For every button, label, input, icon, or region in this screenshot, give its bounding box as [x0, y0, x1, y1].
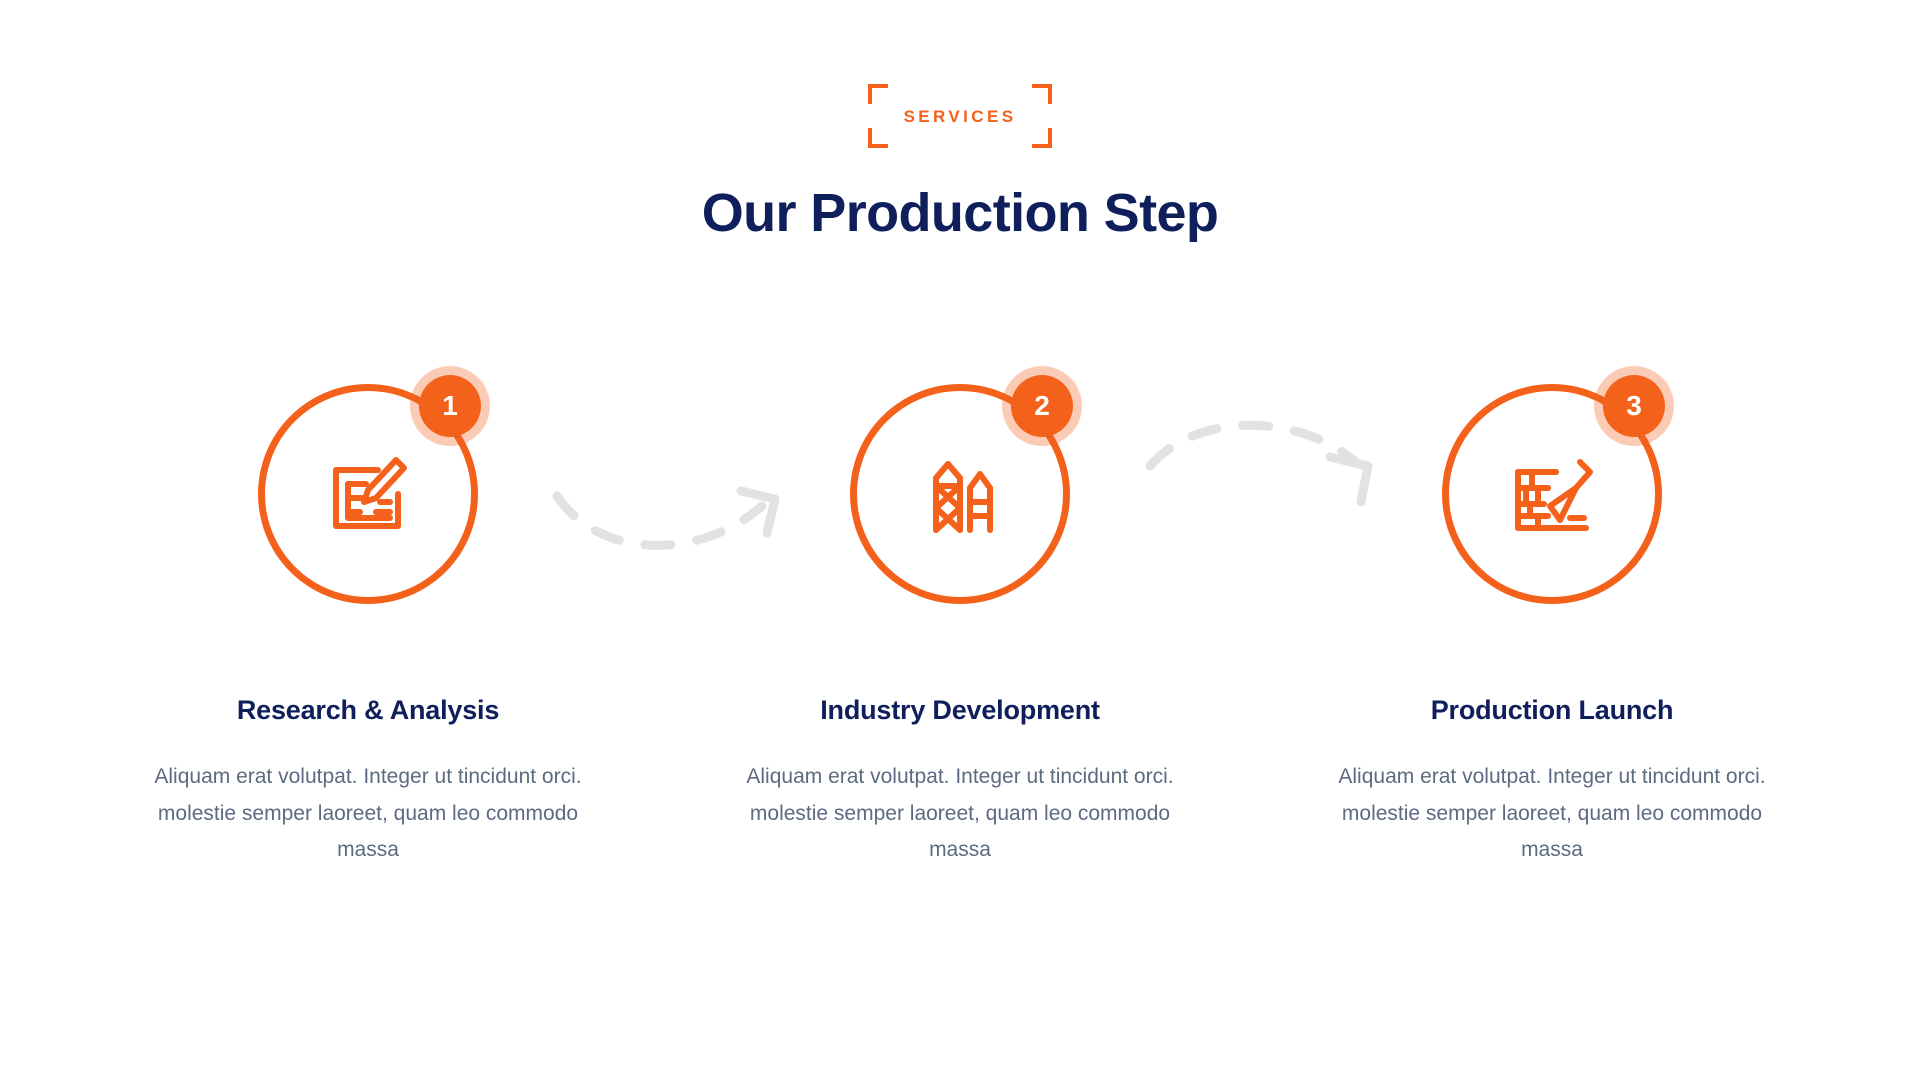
brick-wall-trowel-icon: [1442, 384, 1662, 604]
bracket-bottom-left-icon: [868, 128, 888, 148]
step-number-2: 2: [1011, 375, 1073, 437]
step-number-3: 3: [1603, 375, 1665, 437]
step-title-2: Industry Development: [820, 695, 1100, 725]
step-text-1: Research & Analysis Aliquam erat volutpa…: [133, 694, 603, 868]
page-title: Our Production Step: [701, 183, 1219, 243]
services-badge: SERVICES: [868, 84, 1052, 148]
eyebrow-label: SERVICES: [903, 106, 1017, 126]
steps-row: 1: [0, 366, 1920, 626]
step-text-3: Production Launch Aliquam erat volutpat.…: [1317, 694, 1787, 868]
step-badge-1: 1: [410, 366, 490, 446]
step-body-1: Aliquam erat volutpat. Integer ut tincid…: [154, 765, 582, 861]
step-circle-3[interactable]: 3: [1424, 366, 1680, 622]
step-badge-3: 3: [1594, 366, 1674, 446]
step-title-1: Research & Analysis: [236, 695, 500, 725]
step-circle-2[interactable]: 2: [832, 366, 1088, 622]
step-title-3: Production Launch: [1430, 695, 1674, 725]
step-number-1: 1: [419, 375, 481, 437]
step-body-2: Aliquam erat volutpat. Integer ut tincid…: [746, 765, 1174, 861]
step-body-3: Aliquam erat volutpat. Integer ut tincid…: [1338, 765, 1766, 861]
step-text-2: Industry Development Aliquam erat volutp…: [725, 694, 1195, 868]
scaffolding-tower-icon: [850, 384, 1070, 604]
eyebrow-wrapper: SERVICES: [0, 84, 1920, 148]
step-badge-2: 2: [1002, 366, 1082, 446]
bracket-top-right-icon: [1032, 84, 1052, 104]
bracket-bottom-right-icon: [1032, 128, 1052, 148]
blueprint-pencil-icon: [258, 384, 478, 604]
bracket-top-left-icon: [868, 84, 888, 104]
step-ring-2: [850, 384, 1070, 604]
step-circle-1[interactable]: 1: [240, 366, 496, 622]
